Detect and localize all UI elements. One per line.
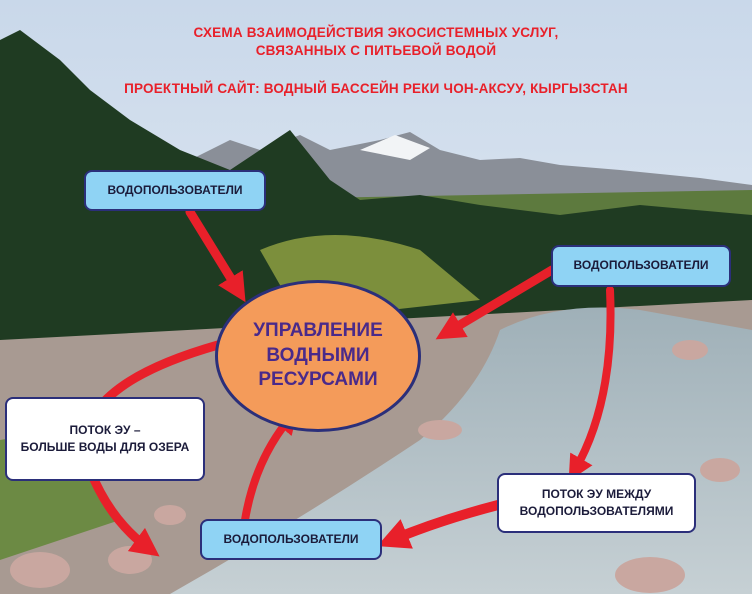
center-line3: РЕСУРСАМИ [258,369,378,391]
water-management-ellipse: УПРАВЛЕНИЕ ВОДНЫМИ РЕСУРСАМИ [215,280,421,432]
diagram-title-line1: СХЕМА ВЗАИМОДЕЙСТВИЯ ЭКОСИСТЕМНЫХ УСЛУГ, [193,25,559,40]
arrow-users-to-management [185,207,246,303]
water-users-box-top-left: ВОДОПОЛЬЗОВАТЕЛИ [84,170,266,211]
water-users-box-right: ВОДОПОЛЬЗОВАТЕЛИ [551,245,731,287]
es-flow-lake-line2: БОЛЬШЕ ВОДЫ ДЛЯ ОЗЕРА [20,440,190,454]
es-flow-users-line1: ПОТОК ЭУ МЕЖДУ [541,486,652,501]
es-flow-lake-line1: ПОТОК ЭУ – [69,422,141,437]
diagram-title-line2: СВЯЗАННЫХ С ПИТЬЕВОЙ ВОДОЙ [255,43,497,58]
es-flow-users-line2: ВОДОПОЛЬЗОВАТЕЛЯМИ [519,504,674,518]
project-site-subtitle: ПРОЕКТНЫЙ САЙТ: ВОДНЫЙ БАССЕЙН РЕКИ ЧОН-… [124,81,628,96]
arrow-flow-to-users-bottom [377,500,503,549]
arrow-users-right-to-flow [568,286,615,482]
es-flow-lake-box: ПОТОК ЭУ – БОЛЬШЕ ВОДЫ ДЛЯ ОЗЕРА [5,397,205,481]
es-flow-between-users-box: ПОТОК ЭУ МЕЖДУ ВОДОПОЛЬЗОВАТЕЛЯМИ [497,473,696,533]
center-line2: ВОДНЫМИ [266,344,370,366]
center-line1: УПРАВЛЕНИЕ [253,319,383,341]
arrow-users-right-to-management [435,265,557,340]
water-users-box-bottom: ВОДОПОЛЬЗОВАТЕЛИ [200,519,382,560]
